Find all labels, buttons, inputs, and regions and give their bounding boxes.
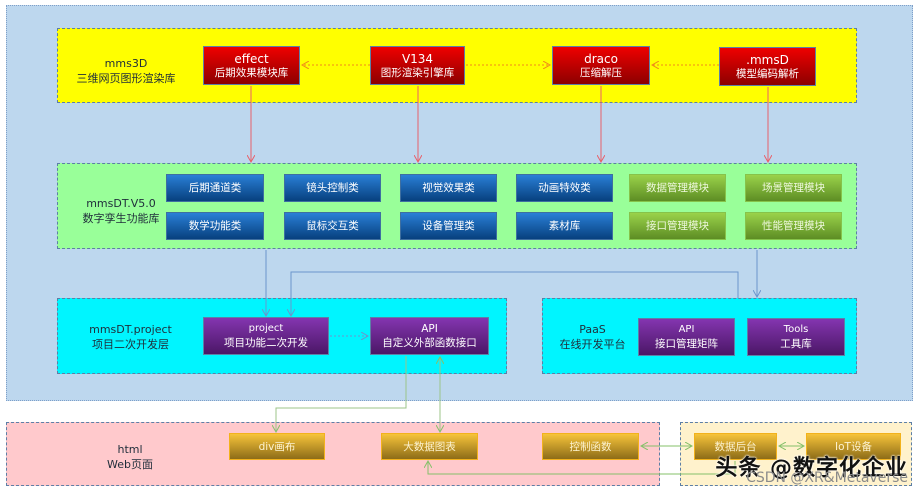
watermark-csdn: CSDN @XR&Metaverse bbox=[746, 470, 908, 486]
html-label: html Web页面 bbox=[90, 442, 170, 472]
module-label: 视觉效果类 bbox=[422, 182, 475, 194]
box-title: .mmsD bbox=[746, 52, 789, 67]
box-data-backend[interactable]: 数据后台 bbox=[694, 433, 777, 460]
box-title: draco bbox=[584, 51, 618, 66]
box-v134[interactable]: V134 图形渲染引擎库 bbox=[370, 46, 465, 85]
module-camera-control[interactable]: 镜头控制类 bbox=[284, 174, 381, 202]
module-label: 素材库 bbox=[548, 220, 581, 232]
box-api-matrix[interactable]: API 接口管理矩阵 bbox=[638, 318, 735, 356]
module-visual-effects[interactable]: 视觉效果类 bbox=[400, 174, 497, 202]
box-subtitle: 图形渲染引擎库 bbox=[380, 66, 455, 79]
module-label: 数学功能类 bbox=[188, 220, 242, 232]
box-title: project bbox=[248, 323, 284, 334]
module-label: 设备管理类 bbox=[422, 220, 475, 232]
box-div-canvas[interactable]: div画布 bbox=[229, 433, 325, 460]
module-math-functions[interactable]: 数学功能类 bbox=[166, 212, 264, 240]
paas-title: PaaS bbox=[579, 323, 606, 336]
module-data-management[interactable]: 数据管理模块 bbox=[629, 174, 726, 202]
box-api-custom[interactable]: API 自定义外部函数接口 bbox=[370, 317, 489, 355]
html-subtitle: Web页面 bbox=[107, 458, 153, 471]
box-subtitle: 模型编码解析 bbox=[736, 67, 799, 80]
module-animation-effects[interactable]: 动画特效类 bbox=[516, 174, 613, 202]
box-title: V134 bbox=[401, 51, 434, 66]
box-label: IoT设备 bbox=[835, 440, 872, 453]
paas-subtitle: 在线开发平台 bbox=[559, 338, 626, 351]
module-asset-library[interactable]: 素材库 bbox=[516, 212, 613, 240]
module-label: 场景管理模块 bbox=[762, 182, 825, 194]
paas-label: PaaS 在线开发平台 bbox=[555, 322, 630, 352]
box-label: div画布 bbox=[258, 440, 296, 453]
box-effect[interactable]: effect 后期效果模块库 bbox=[203, 46, 300, 85]
module-label: 镜头控制类 bbox=[306, 182, 359, 194]
module-label: 后期通道类 bbox=[188, 182, 242, 194]
module-label: 鼠标交互类 bbox=[306, 220, 359, 232]
mms3d-title: mms3D bbox=[104, 57, 148, 70]
arrow-paas-to-project bbox=[291, 271, 739, 316]
box-project[interactable]: project 项目功能二次开发 bbox=[203, 317, 329, 355]
box-title: effect bbox=[234, 51, 269, 66]
module-scene-management[interactable]: 场景管理模块 bbox=[745, 174, 842, 202]
box-subtitle: 后期效果模块库 bbox=[214, 66, 289, 79]
arrow-api-to-div-canvas bbox=[276, 356, 407, 432]
module-interface-management[interactable]: 接口管理模块 bbox=[629, 212, 726, 240]
mms3d-label: mms3D 三维网页图形渲染库 bbox=[66, 56, 186, 86]
mmsdt-subtitle: 数字孪生功能库 bbox=[82, 212, 160, 225]
box-title: API bbox=[678, 324, 695, 335]
box-draco[interactable]: draco 压缩解压 bbox=[552, 46, 650, 85]
box-subtitle: 压缩解压 bbox=[580, 66, 622, 79]
box-subtitle: 自定义外部函数接口 bbox=[382, 337, 477, 349]
mms3d-subtitle: 三维网页图形渲染库 bbox=[76, 72, 176, 85]
box-bigdata-charts[interactable]: 大数据图表 bbox=[381, 433, 478, 460]
module-label: 动画特效类 bbox=[538, 182, 591, 194]
module-label: 数据管理模块 bbox=[646, 182, 709, 194]
project-subtitle: 项目二次开发层 bbox=[92, 338, 169, 351]
watermark-toutiao: 头条 @数字化企业 bbox=[715, 456, 908, 481]
module-performance-management[interactable]: 性能管理模块 bbox=[745, 212, 842, 240]
box-subtitle: 接口管理矩阵 bbox=[655, 338, 718, 350]
project-title: mmsDT.project bbox=[89, 323, 172, 336]
box-label: 控制函数 bbox=[569, 440, 612, 453]
mmsdt-label: mmsDT.V5.0 数字孪生功能库 bbox=[66, 196, 176, 226]
module-label: 性能管理模块 bbox=[762, 220, 825, 232]
project-label: mmsDT.project 项目二次开发层 bbox=[78, 322, 183, 352]
box-tools[interactable]: Tools 工具库 bbox=[747, 318, 845, 356]
box-title: API bbox=[421, 323, 438, 335]
box-mmsd[interactable]: .mmsD 模型编码解析 bbox=[719, 47, 816, 86]
html-title: html bbox=[117, 443, 143, 456]
box-subtitle: 工具库 bbox=[780, 338, 812, 350]
box-title: Tools bbox=[783, 324, 809, 335]
module-device-management[interactable]: 设备管理类 bbox=[400, 212, 497, 240]
box-label: 数据后台 bbox=[714, 440, 757, 453]
arrow-backend-to-bigdata bbox=[428, 461, 736, 475]
box-iot-devices[interactable]: IoT设备 bbox=[806, 433, 901, 460]
box-label: 大数据图表 bbox=[403, 440, 456, 453]
module-post-channel[interactable]: 后期通道类 bbox=[166, 174, 264, 202]
box-subtitle: 项目功能二次开发 bbox=[224, 337, 308, 349]
module-mouse-interaction[interactable]: 鼠标交互类 bbox=[284, 212, 381, 240]
mmsdt-title: mmsDT.V5.0 bbox=[86, 197, 156, 210]
box-control-functions[interactable]: 控制函数 bbox=[542, 433, 639, 460]
module-label: 接口管理模块 bbox=[646, 220, 709, 232]
